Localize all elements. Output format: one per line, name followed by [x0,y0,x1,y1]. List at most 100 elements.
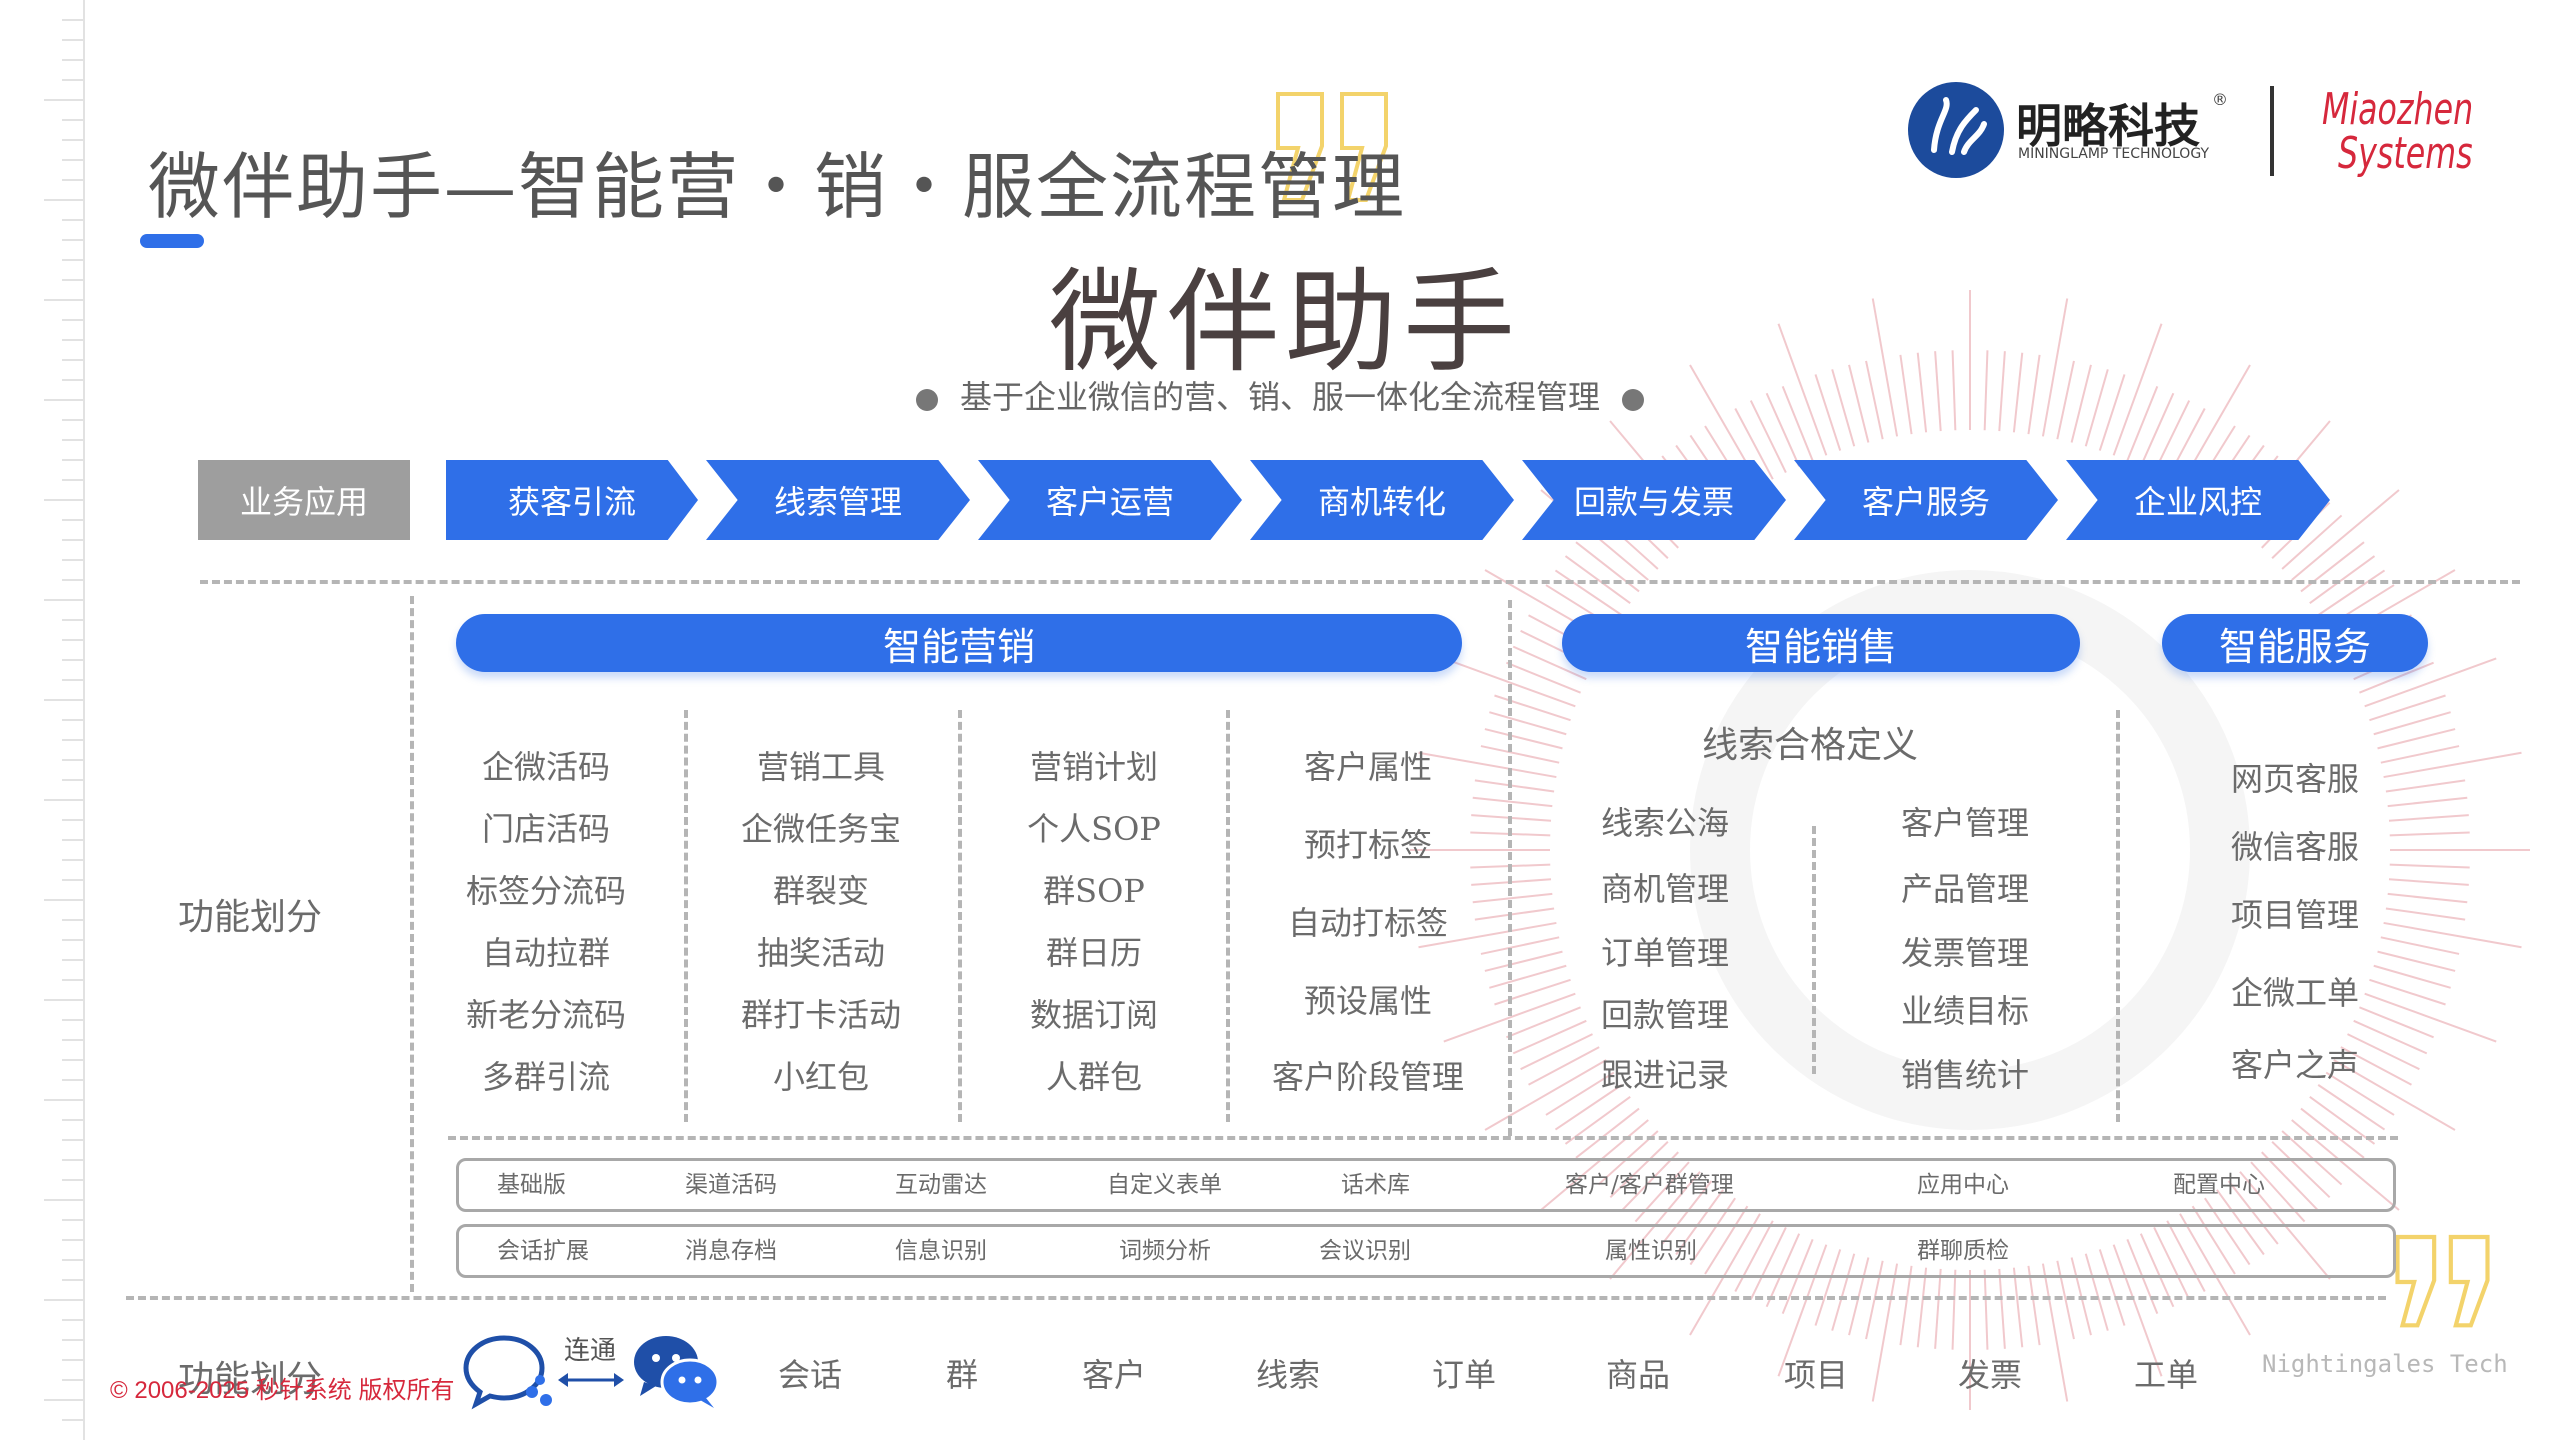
feature-item: 人群包 [1045,1058,1142,1096]
divider-line [200,580,2520,584]
bottom-item: 线索 [1256,1356,1321,1394]
feature-item: 小红包 [772,1058,869,1096]
divider-line [126,1296,2386,1300]
divider-line [1226,710,1230,1122]
mininglamp-logo: 明略科技 MININGLAMP TECHNOLOGY ® [1906,80,2232,180]
capability-item: 应用中心 [1917,1172,2009,1198]
capability-item: 自定义表单 [1107,1172,1222,1198]
capability-bar-basic: 基础版 渠道活码 互动雷达 自定义表单 话术库 客户/客户群管理 应用中心 配置… [456,1158,2396,1212]
feature-item: 企微工单 [2230,974,2359,1012]
feature-item: 发票管理 [1900,934,2029,972]
flow-step-2: 线索管理 [706,460,970,540]
divider-line [1812,826,1816,1074]
bullet-dot [1622,388,1644,411]
function-division-label: 功能划分 [178,897,323,938]
divider-line [2116,710,2120,1122]
bottom-item: 项目 [1784,1356,1849,1394]
bottom-item: 商品 [1606,1356,1671,1394]
feature-item: 预打标签 [1303,826,1432,864]
bottom-item: 订单 [1432,1356,1497,1394]
feature-item: 客户属性 [1303,748,1432,786]
capability-item: 词频分析 [1119,1238,1211,1264]
feature-item: 业绩目标 [1900,992,2029,1030]
registered-mark: ® [2212,90,2228,109]
bottom-item: 发票 [1958,1356,2023,1394]
divider-line [958,710,962,1122]
bottom-item: 群 [946,1356,979,1394]
flow-step-1: 获客引流 [446,460,698,540]
capability-item: 属性识别 [1605,1238,1697,1264]
sales-qualification-header: 线索合格定义 [1701,725,1918,766]
miaozhen-logo-line1: Miaozhen [2322,84,2474,135]
subtitle: 基于企业微信的营、销、服一体化全流程管理 [0,372,2560,418]
title-underline [140,234,204,248]
quote-mark-icon [2395,1234,2490,1328]
feature-item: 群打卡活动 [740,996,901,1034]
feature-item: 客户阶段管理 [1271,1058,1464,1096]
bullet-dot [915,388,938,411]
feature-item: 客户管理 [1900,804,2029,842]
copyright-text: © 2006-2025 秒针系统 版权所有 [110,1377,455,1404]
capability-item: 消息存档 [685,1238,777,1264]
capability-item: 基础版 [497,1172,566,1198]
feature-item: 营销工具 [756,748,885,786]
capability-item: 互动雷达 [895,1172,987,1198]
feature-item: 群日历 [1045,934,1142,972]
feature-item: 多群引流 [481,1058,610,1096]
business-app-label: 业务应用 [198,460,410,540]
miaozhen-logo-line2: Systems [2338,128,2473,179]
feature-item: 产品管理 [1900,870,2029,908]
feature-item: 客户之声 [2230,1046,2359,1084]
main-title: 微伴助手 [1049,258,1521,388]
feature-item: 标签分流码 [465,872,626,910]
feature-item: 群裂变 [772,872,869,910]
miaozhen-logo: Miaozhen Systems [2322,84,2512,194]
feature-item: 订单管理 [1600,934,1729,972]
mininglamp-emblem-icon [1908,82,2004,178]
capability-item: 渠道活码 [685,1172,777,1198]
double-arrow-icon [558,1373,624,1387]
mininglamp-en-name: MININGLAMP TECHNOLOGY [2018,146,2210,162]
feature-item: 自动打标签 [1287,904,1448,942]
connect-label: 连通 [564,1336,617,1366]
feature-item: 回款管理 [1600,996,1729,1034]
watermark-text: Nightingales Tech [2262,1350,2508,1378]
feature-item: 企微活码 [481,748,610,786]
flow-step-3: 客户运营 [978,460,1242,540]
flow-step-4: 商机转化 [1250,460,1514,540]
feature-item: 销售统计 [1900,1056,2029,1094]
page-title: 微伴助手—智能营・销・服全流程管理 [148,145,1407,229]
feature-item: 自动拉群 [481,934,610,972]
wechat-icon [634,1336,720,1408]
feature-item: 项目管理 [2230,896,2359,934]
divider-line [448,1136,2398,1140]
feature-item: 群SOP [1043,872,1145,910]
quote-mark-icon [1276,92,1388,202]
feature-item: 预设属性 [1303,982,1432,1020]
smart-sales-header: 智能销售 [1562,614,2080,672]
capability-item: 话术库 [1341,1172,1410,1198]
enterprise-wechat-icon [463,1335,552,1410]
feature-item: 企微任务宝 [740,810,901,848]
feature-item: 微信客服 [2230,828,2359,866]
capability-item: 配置中心 [2173,1172,2265,1198]
capability-item: 客户/客户群管理 [1565,1172,1734,1198]
capability-bar-extension: 会话扩展 消息存档 信息识别 词频分析 会议识别 属性识别 群聊质检 [456,1224,2396,1278]
divider-line [1508,600,1512,1136]
bottom-item: 会话 [778,1356,843,1394]
feature-item: 抽奖活动 [756,934,885,972]
feature-item: 门店活码 [481,810,610,848]
feature-item: 个人SOP [1027,810,1161,848]
feature-item: 新老分流码 [465,996,626,1034]
bottom-item: 客户 [1082,1356,1147,1394]
feature-item: 商机管理 [1600,870,1729,908]
ruler-decoration [44,0,85,1440]
capability-item: 会议识别 [1319,1238,1411,1264]
flow-step-7: 企业风控 [2066,460,2330,540]
flow-step-5: 回款与发票 [1522,460,1786,540]
subtitle-text: 基于企业微信的营、销、服一体化全流程管理 [959,378,1600,416]
feature-item: 跟进记录 [1600,1056,1729,1094]
smart-marketing-header: 智能营销 [456,614,1462,672]
divider-line [410,596,414,1292]
feature-item: 数据订阅 [1029,996,1158,1034]
